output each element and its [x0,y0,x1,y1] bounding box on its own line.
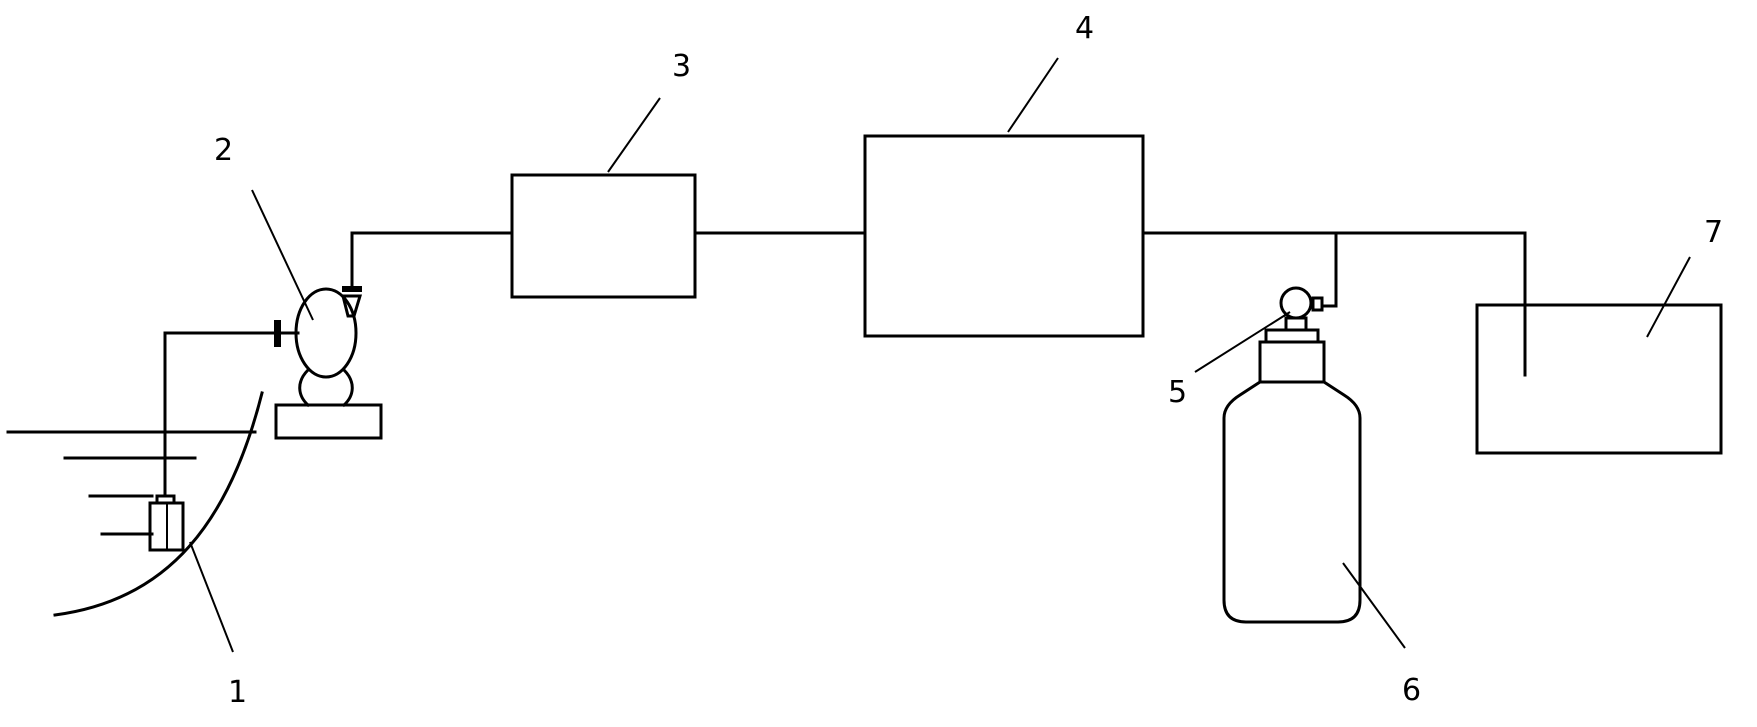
label-4: 4 [1075,11,1094,46]
leader-line-3 [607,97,661,173]
label-3: 3 [672,49,691,84]
label-6: 6 [1402,673,1421,708]
pump-base [274,403,383,440]
pipe-pump-to-unit-3 [350,231,514,288]
cylinder-collar [1264,328,1320,344]
leader-line-1 [189,541,234,653]
unit-4-box [863,134,1145,338]
pipe-unit-4-to-tank [1141,231,1527,377]
gas-cylinder [1222,328,1362,624]
leader-line-4 [1007,57,1059,133]
leader-line-6 [1342,562,1406,649]
leader-line-5 [1194,311,1291,373]
pump-inlet-flange [274,320,281,347]
intake-filter [148,494,185,552]
cylinder-neck [1258,340,1326,384]
pump-outlet-nozzle [341,294,363,318]
label-7: 7 [1704,215,1723,250]
valve [1279,286,1324,332]
pump-leg-right [341,367,354,408]
label-1: 1 [228,675,247,710]
water-basin-curve [53,391,264,617]
valve-connector [1311,296,1324,312]
water-body [6,391,264,617]
label-2: 2 [214,133,233,168]
pump-body [294,287,358,379]
pipe-branch-to-valve [1318,231,1338,308]
pump [274,286,383,440]
valve-dial [1279,286,1313,320]
label-5: 5 [1168,375,1187,410]
cylinder-body [1222,380,1362,624]
pump-outlet-flange [342,286,362,292]
suction-pipe [163,331,282,498]
tank-7-box [1475,303,1723,455]
unit-3-box [510,173,697,299]
leader-line-7 [1646,256,1691,338]
leader-line-2 [251,189,314,321]
valve-stem [1284,316,1308,332]
pump-leg-left [298,367,311,408]
